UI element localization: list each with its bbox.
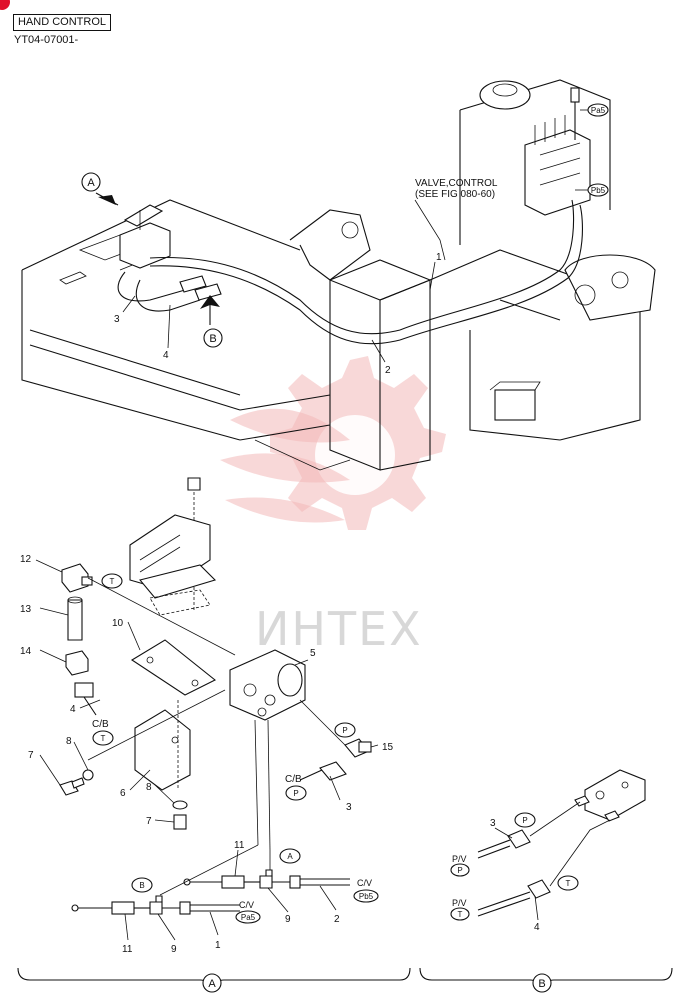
port-pa5-badge [587,103,609,117]
overview-machine [21,79,656,471]
overview-callout-4: 4 [163,350,169,361]
detail-a-tag-b [131,877,153,893]
detail-b-pv-1: P/V [452,854,467,864]
detail-b-tag-p [514,812,536,828]
overview-callout-1: 1 [436,252,442,263]
svg-text:T: T [458,910,463,919]
detail-a-callout-1: 1 [215,940,221,951]
valve-label-1: VALVE,CONTROL [415,178,498,189]
watermark-text: ИНТЕХ [255,602,423,656]
svg-text:P: P [342,726,347,735]
detail-b-tag-t [557,875,579,891]
overview-callout-2: 2 [385,365,391,376]
exploded-callout-3: 3 [346,802,352,813]
detail-a-pa5-badge [235,910,261,924]
diagram-code: YT04-07001- [14,34,79,46]
detail-a-hoses [71,844,350,941]
detail-b-pv-2: P/V [452,898,467,908]
detail-a-cv-2: C/V [357,878,372,888]
footer-section-b: B [538,978,545,990]
detail-a-callout-9a: 9 [171,944,177,955]
port-pb5-label: Pb5 [591,186,606,195]
exploded-callout-8a: 8 [66,736,72,747]
detail-b-labels: P T P/V P P/V T 3 4 [450,812,579,933]
detail-a-callout-2: 2 [334,914,340,925]
svg-text:P: P [293,789,298,798]
footer-section-a: A [208,978,216,990]
tag-t-top [101,573,123,589]
diagram-title: HAND CONTROL [13,14,111,31]
footer-section-a-circle [202,973,222,993]
exploded-labels: 12 13 14 10 5 4 7 8 6 8 7 15 3 T C/B T P… [20,554,394,827]
overview-labels: A B VALVE,CONTROL (SEE FIG 080-60) Pa5 P… [81,103,609,376]
svg-text:P: P [522,816,527,825]
detail-b-p-circle [450,863,470,877]
detail-a-labels: B A 11 9 1 11 9 2 C/V Pa5 C/V Pb5 [122,840,379,955]
exploded-callout-12: 12 [20,554,32,565]
exploded-callout-13: 13 [20,604,32,615]
detail-b-callout-3: 3 [490,818,496,829]
detail-a-callout-9b: 9 [285,914,291,925]
exploded-callout-7b: 7 [146,816,152,827]
detail-a-cv-1: C/V [239,900,254,910]
svg-text:T: T [110,577,115,586]
watermark-gear [220,356,446,530]
exploded-callout-5: 5 [310,648,316,659]
exploded-view [35,477,379,851]
callout-a-circle [81,172,101,192]
detail-a-pb5-badge [353,889,379,903]
detail-b-callout-4: 4 [534,922,540,933]
port-cb-label-2: C/B [285,774,302,785]
callout-b-circle [203,328,223,348]
callout-b-label: B [209,333,216,345]
svg-text:B: B [139,881,144,890]
tag-t-cb [92,730,114,746]
detail-a-tag-a [279,848,301,864]
svg-text:P: P [457,866,462,875]
exploded-callout-4: 4 [70,704,76,715]
corner-marker [0,0,10,10]
port-cb-label-1: C/B [92,719,109,730]
svg-text:T: T [566,879,571,888]
detail-b-t-circle [450,907,470,921]
svg-text:Pa5: Pa5 [241,913,256,922]
exploded-callout-14: 14 [20,646,32,657]
svg-text:T: T [101,734,106,743]
port-pa5-label: Pa5 [591,106,606,115]
svg-text:Pb5: Pb5 [359,892,374,901]
exploded-callout-15: 15 [382,742,394,753]
svg-text:A: A [287,852,293,861]
exploded-callout-6: 6 [120,788,126,799]
detail-a-callout-11a: 11 [122,944,133,955]
exploded-callout-10: 10 [112,618,124,629]
port-pb5-badge [587,183,609,197]
overview-callout-3: 3 [114,314,120,325]
exploded-callout-7a: 7 [28,750,34,761]
detail-b-valve [477,769,646,921]
tag-p-right [334,722,356,738]
exploded-callout-8b: 8 [146,782,152,793]
footer-section-b-circle [532,973,552,993]
footer-brackets: A B [17,967,673,993]
callout-a-label: A [87,177,95,189]
tag-p-cb [285,785,307,801]
valve-label-2: (SEE FIG 080-60) [415,189,495,200]
detail-a-callout-11b: 11 [234,840,245,851]
